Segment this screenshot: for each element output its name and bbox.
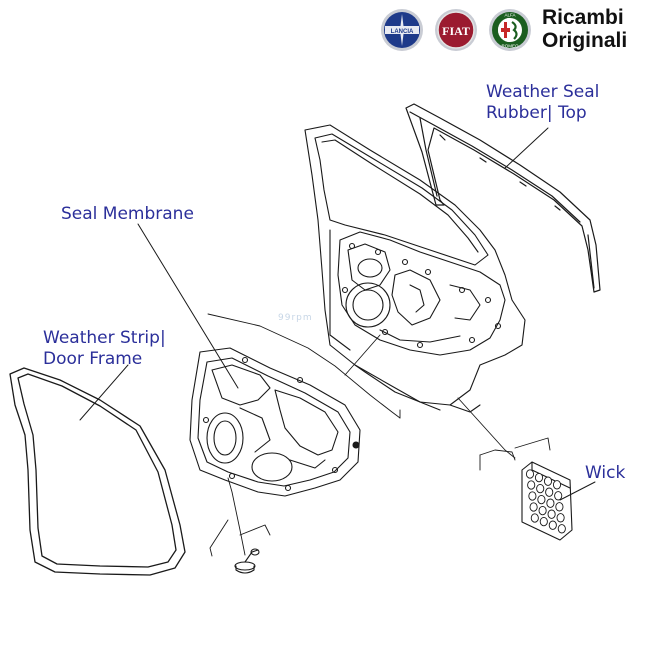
- callout-weather-strip-line-1: Weather Strip|: [43, 328, 166, 348]
- callout-weather-seal-line-1: Weather Seal: [486, 82, 600, 102]
- callout-weather-seal-line-2: Rubber| Top: [486, 103, 587, 123]
- fiat-logo-text: FIAT: [442, 24, 470, 38]
- fastener-clip: [234, 548, 260, 574]
- wick-hole: [545, 487, 554, 497]
- callout-weather-seal-rubber-top: Weather Seal Rubber| Top: [486, 82, 599, 124]
- alfa-bottom-text: ROMEO: [501, 44, 519, 49]
- guide-lines: [207, 313, 551, 557]
- wick-hole: [527, 480, 536, 490]
- seal-membrane: [189, 347, 361, 497]
- brand-header: LANCIA FIAT ALFA ROMEO Ricambi Originali: [380, 6, 640, 56]
- brand-line-2: Originali: [542, 29, 628, 52]
- wick-hole: [555, 502, 564, 512]
- callout-wick: Wick: [585, 463, 626, 483]
- wick-hole: [556, 513, 565, 523]
- wick-hole: [528, 491, 537, 501]
- door-shell: [304, 124, 526, 413]
- wick-hole: [548, 520, 557, 530]
- weather-seal-rubber-top: [405, 103, 601, 293]
- alfa-romeo-logo: ALFA ROMEO: [489, 9, 531, 51]
- wick-hole: [554, 491, 563, 501]
- wick-hole: [534, 472, 544, 483]
- callout-weather-strip-line-2: Door Frame: [43, 349, 143, 369]
- callout-weather-strip-door-frame: Weather Strip| Door Frame: [43, 328, 166, 370]
- wick-hole: [529, 502, 538, 512]
- wick-hole: [546, 498, 555, 508]
- callout-seal-membrane: Seal Membrane: [61, 204, 194, 224]
- fiat-logo: FIAT: [435, 9, 477, 51]
- lancia-logo: LANCIA: [381, 9, 423, 51]
- wick-hole: [536, 483, 545, 494]
- wick-hole: [537, 494, 546, 505]
- brand-title: Ricambi Originali: [542, 6, 627, 52]
- wick-hole: [538, 505, 547, 516]
- weather-strip-door-frame: [9, 367, 186, 576]
- alfa-top-text: ALFA: [504, 13, 515, 18]
- wick-hole: [552, 480, 562, 490]
- wick-hole: [539, 516, 548, 527]
- leader-lines: [79, 127, 596, 501]
- watermark-text: 99rpm: [278, 313, 313, 323]
- wick-hole: [525, 469, 535, 479]
- wick-hole: [547, 509, 556, 519]
- wick-hole: [557, 524, 566, 534]
- brand-line-1: Ricambi: [542, 6, 624, 29]
- wick-dot-grid: [525, 469, 566, 534]
- wick-hole: [543, 476, 553, 486]
- lancia-logo-text: LANCIA: [391, 29, 414, 35]
- wick-hole: [530, 513, 539, 523]
